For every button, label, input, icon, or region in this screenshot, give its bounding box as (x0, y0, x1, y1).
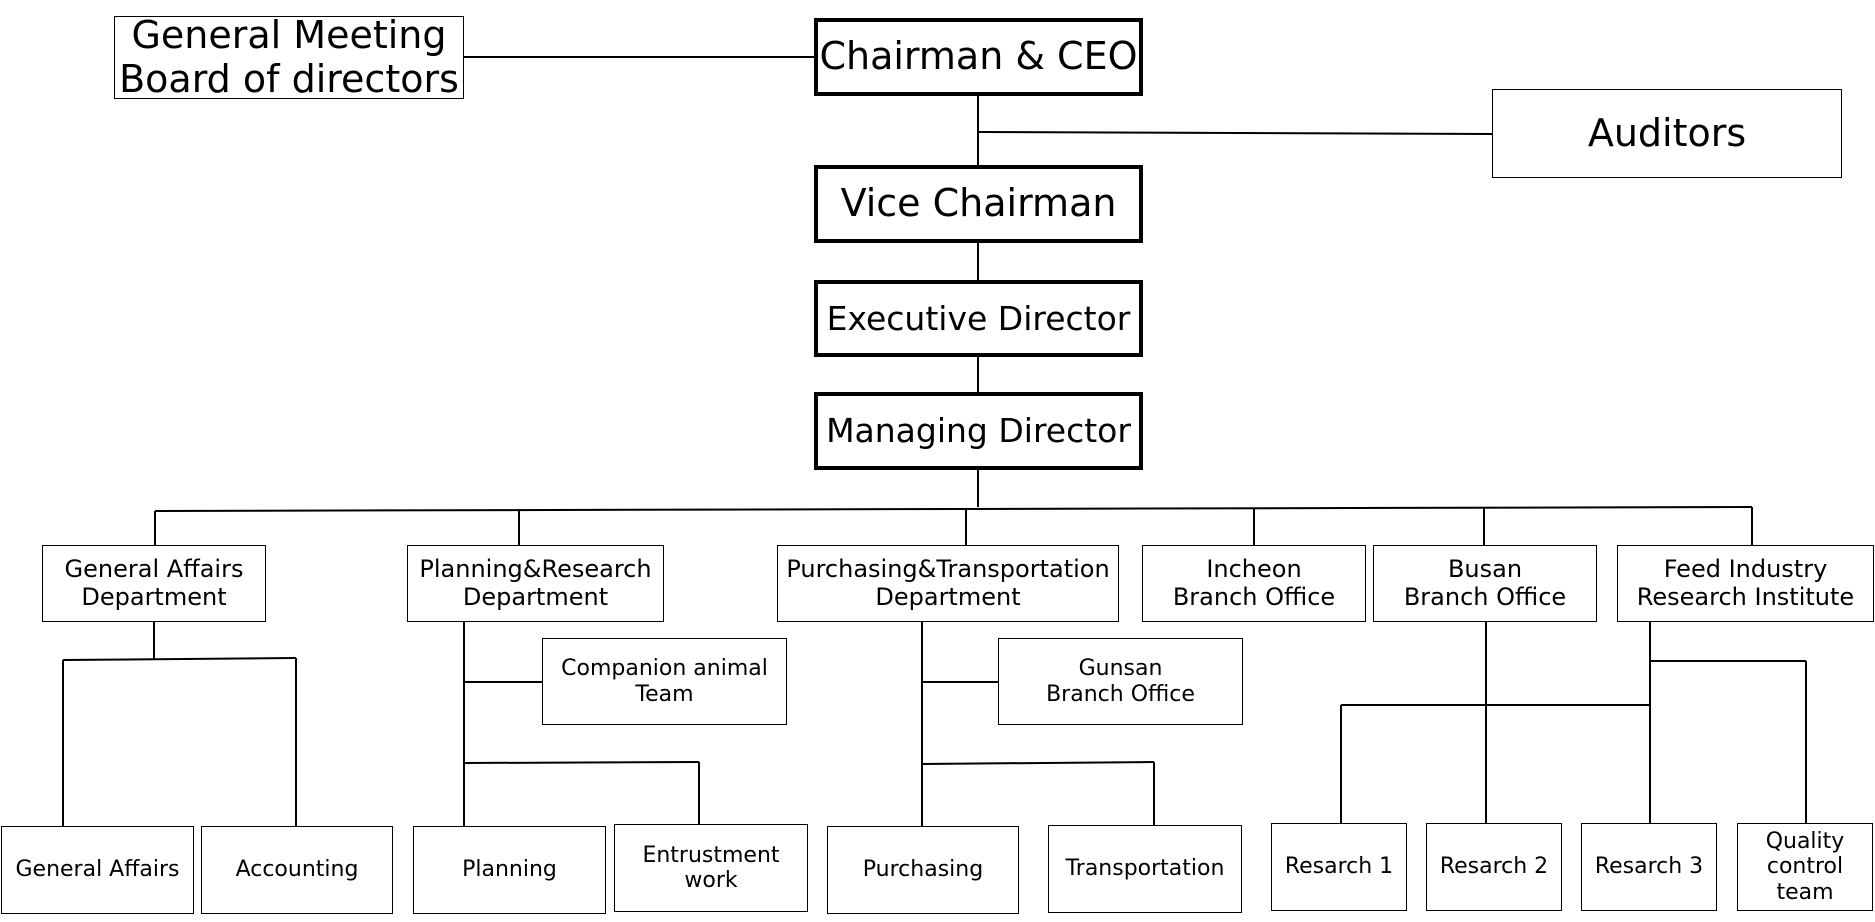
auditors-label: Auditors (1587, 110, 1747, 155)
quality-control-team-label: Quality control team (1765, 829, 1845, 905)
purchasing-transportation-department-box: Purchasing&Transportation Department (777, 545, 1119, 622)
purchasing-transportation-department-label: Purchasing&Transportation Department (786, 554, 1110, 611)
research-1-team-label: Resarch 1 (1284, 854, 1394, 880)
general-affairs-department-label: General Affairs Department (64, 554, 244, 611)
research-3-team-box: Resarch 3 (1581, 823, 1717, 911)
entrustment-work-team-label: Entrustment work (642, 842, 780, 893)
chairman-label: Chairman & CEO (819, 34, 1138, 79)
managing-director-box: Managing Director (814, 392, 1143, 470)
gunsan-branch-office-label: Gunsan Branch Office (1046, 656, 1195, 707)
general-affairs-department-box: General Affairs Department (42, 545, 266, 622)
companion-animal-team-box: Companion animal Team (542, 638, 787, 725)
general-meeting-box: General Meeting Board of directors (114, 12, 464, 101)
incheon-branch-office-box: Incheon Branch Office (1142, 545, 1366, 622)
executive-director-box: Executive Director (814, 280, 1143, 357)
planning-team-box: Planning (413, 826, 606, 914)
research-1-team-box: Resarch 1 (1271, 823, 1407, 911)
executive-director-label: Executive Director (826, 298, 1131, 338)
busan-branch-office-label: Busan Branch Office (1403, 554, 1567, 611)
research-3-team-label: Resarch 3 (1594, 854, 1704, 880)
vice-chairman-box: Vice Chairman (814, 165, 1143, 243)
planning-team-label: Planning (462, 857, 557, 883)
vice-chairman-label: Vice Chairman (840, 181, 1117, 226)
feed-industry-research-institute-label: Feed Industry Research Institute (1636, 554, 1855, 611)
companion-animal-team-label: Companion animal Team (561, 656, 768, 707)
purchasing-team-label: Purchasing (862, 857, 984, 883)
research-2-team-box: Resarch 2 (1426, 823, 1562, 911)
planning-research-department-box: Planning&Research Department (407, 545, 664, 622)
general-affairs-team-box: General Affairs (1, 826, 194, 914)
feed-industry-research-institute-box: Feed Industry Research Institute (1617, 545, 1874, 622)
gunsan-branch-office-box: Gunsan Branch Office (998, 638, 1243, 725)
managing-director-label: Managing Director (826, 411, 1131, 451)
entrustment-work-team-box: Entrustment work (614, 824, 808, 912)
chairman-box: Chairman & CEO (814, 18, 1143, 96)
accounting-team-label: Accounting (235, 857, 359, 883)
transportation-team-box: Transportation (1048, 825, 1242, 913)
general-meeting-label: General Meeting Board of directors (119, 12, 459, 101)
busan-branch-office-box: Busan Branch Office (1373, 545, 1597, 622)
auditors-box: Auditors (1492, 89, 1842, 178)
incheon-branch-office-label: Incheon Branch Office (1172, 554, 1336, 611)
research-2-team-label: Resarch 2 (1439, 854, 1549, 880)
planning-research-department-label: Planning&Research Department (419, 554, 652, 611)
general-affairs-team-label: General Affairs (15, 857, 180, 883)
accounting-team-box: Accounting (201, 826, 393, 914)
purchasing-team-box: Purchasing (827, 826, 1019, 914)
transportation-team-label: Transportation (1065, 856, 1225, 882)
quality-control-team-box: Quality control team (1737, 823, 1873, 911)
